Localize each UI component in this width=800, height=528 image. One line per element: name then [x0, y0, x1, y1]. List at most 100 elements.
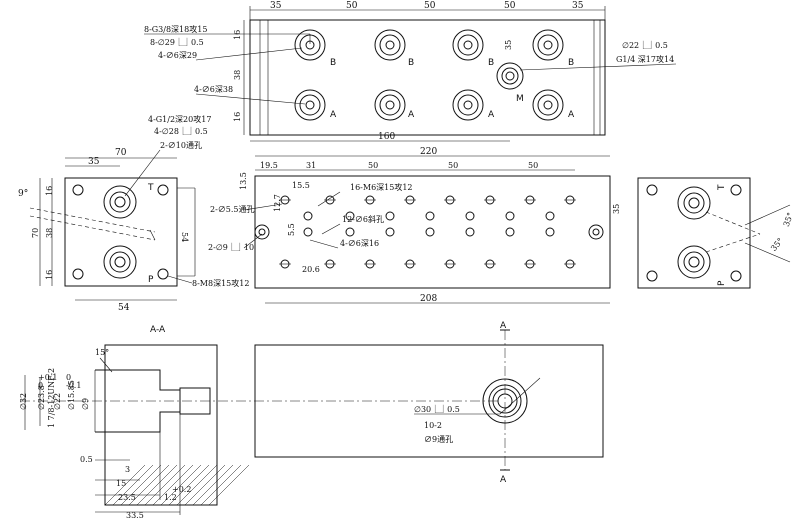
front-note-0: 16-M6深15攻12: [350, 182, 413, 192]
front-dim-19-5: 19.5: [260, 161, 278, 170]
front-small-1: 13.5: [239, 172, 248, 190]
front-hole: [324, 195, 336, 205]
sec-tol2: +0.2: [172, 485, 191, 494]
sec-angle: 15°: [95, 348, 109, 357]
top-side-dim-2: 16: [233, 112, 242, 122]
left-dim-70: 70: [115, 148, 127, 158]
port-label-p: P: [148, 275, 154, 285]
front-hole: [564, 259, 576, 269]
front-dim-50a: 50: [368, 161, 378, 170]
front-right-dim: 35: [612, 204, 621, 214]
front-hole: [444, 259, 456, 269]
bottom-view: A A ∅30⎿⏌0.5 10-2 ∅9通孔: [254, 321, 604, 485]
front-hole: [524, 195, 536, 205]
left-bottom-dim: 54: [118, 303, 130, 313]
right-port-p: P: [717, 280, 727, 286]
top-note-3: 4-∅6深38: [194, 85, 233, 94]
top-right-note-0: ∅22⎿⏌0.5: [622, 40, 668, 50]
section-view: A-A ∅32 ∅23.8 ∅22 1 7/8-12UNF-2 ∅15.85 ∅…: [19, 325, 500, 520]
sec-tol-2: 0: [66, 373, 71, 382]
front-hole-mid: [465, 227, 475, 237]
front-hole-mid: [303, 211, 313, 221]
left-dim-35: 35: [88, 157, 100, 167]
port-label-a4: A: [568, 110, 575, 120]
left-note-3: 8-M8深15攻12: [192, 278, 249, 288]
sec-dim-9: ∅9: [81, 398, 90, 410]
front-hole: [564, 195, 576, 205]
port-label-a2: A: [408, 110, 415, 120]
front-dim-220: 220: [420, 147, 437, 157]
front-view: 220 19.5 31 50 50 50 208 35 15.5 13.5 12…: [208, 147, 621, 304]
front-note-4: 4-∅6深16: [340, 239, 379, 248]
left-note-1: 4-∅28⎿⏌0.5: [154, 126, 208, 136]
sec-dim-3: 3: [125, 465, 130, 474]
top-port-1-1: [374, 89, 406, 121]
front-hole: [324, 259, 336, 269]
sec-dim-0-5: 0.5: [80, 455, 93, 464]
sec-dim-22: ∅22: [53, 393, 62, 410]
cut-label-top: A: [500, 321, 507, 331]
front-hole-mid: [345, 211, 355, 221]
front-small-3: 5.5: [287, 223, 296, 236]
front-bottom-dim: 208: [420, 294, 437, 304]
top-dim-3: 50: [504, 1, 516, 11]
sec-dim-1-2: 1.2: [164, 493, 177, 502]
top-note-1: 8-∅29⎿⏌0.5: [150, 37, 204, 47]
sec-dim-32: ∅32: [19, 393, 28, 410]
port-label-b2: B: [408, 58, 414, 68]
p-port-outer: [103, 245, 137, 279]
left-dim-38: 38: [45, 228, 54, 238]
front-hole: [364, 195, 376, 205]
top-port-2-0: [452, 29, 484, 61]
sec-tol-0: +0.1: [38, 373, 57, 382]
left-note-0: 4-G1/2深20攻17: [148, 114, 211, 124]
left-angle: 9°: [18, 189, 28, 199]
bottom-view-outline: [254, 344, 604, 458]
left-right-dim: 54: [180, 232, 189, 242]
sec-dim-15: 15: [116, 479, 126, 488]
port-label-b1: B: [330, 58, 336, 68]
top-dim-1: 50: [346, 1, 358, 11]
front-hole-mid: [303, 227, 313, 237]
bottom-note-0: ∅30⎿⏌0.5: [414, 404, 460, 414]
front-hole-mid: [425, 211, 435, 221]
port-label-a1: A: [330, 110, 337, 120]
left-view-outline: [64, 177, 178, 287]
cut-label-bottom: A: [500, 475, 507, 485]
front-hole-mid: [465, 211, 475, 221]
front-hole-mid: [505, 227, 515, 237]
top-port-2-1: [452, 89, 484, 121]
front-hole: [279, 195, 291, 205]
top-note-2: 4-∅6深29: [158, 51, 197, 60]
front-note-2: 12-∅6斜孔: [342, 214, 384, 224]
top-port-3-1: [532, 89, 564, 121]
bottom-note-2: ∅9通孔: [424, 434, 453, 444]
front-hole: [484, 195, 496, 205]
sec-tol-3: -0.1: [66, 381, 81, 390]
front-note-3: 2-∅9⎿⏌10: [208, 242, 254, 252]
sec-dim-thread: 1 7/8-12UNF-2: [47, 368, 56, 428]
front-hole: [444, 195, 456, 205]
front-hole: [524, 259, 536, 269]
top-right-dim: 35: [504, 40, 513, 50]
top-bottom-dim: 160: [378, 132, 395, 142]
left-dim-16a: 16: [45, 186, 54, 196]
top-view: 35 50 50 50 35 160 16 38 16 35 8-G3/8深18…: [144, 1, 677, 142]
front-small-0: 15.5: [292, 181, 310, 190]
front-hole-mid: [505, 211, 515, 221]
t-port-outer: [103, 185, 137, 219]
sec-dim-33-5: 33.5: [126, 511, 144, 520]
front-hole-mid: [545, 227, 555, 237]
front-hole-mid: [345, 227, 355, 237]
left-dim-16b: 16: [45, 270, 54, 280]
front-small-2: 12.7: [273, 194, 282, 212]
top-port-1-0: [374, 29, 406, 61]
front-hole-mid: [385, 227, 395, 237]
top-right-note-1: G1/4 深17攻14: [616, 54, 674, 64]
front-hole-mid: [425, 227, 435, 237]
sec-dim-23-8: ∅23.8: [37, 385, 46, 410]
right-view: 35° 35° T P: [637, 177, 795, 289]
section-title: A-A: [150, 325, 166, 335]
bottom-note-1: 10-2: [424, 421, 442, 430]
